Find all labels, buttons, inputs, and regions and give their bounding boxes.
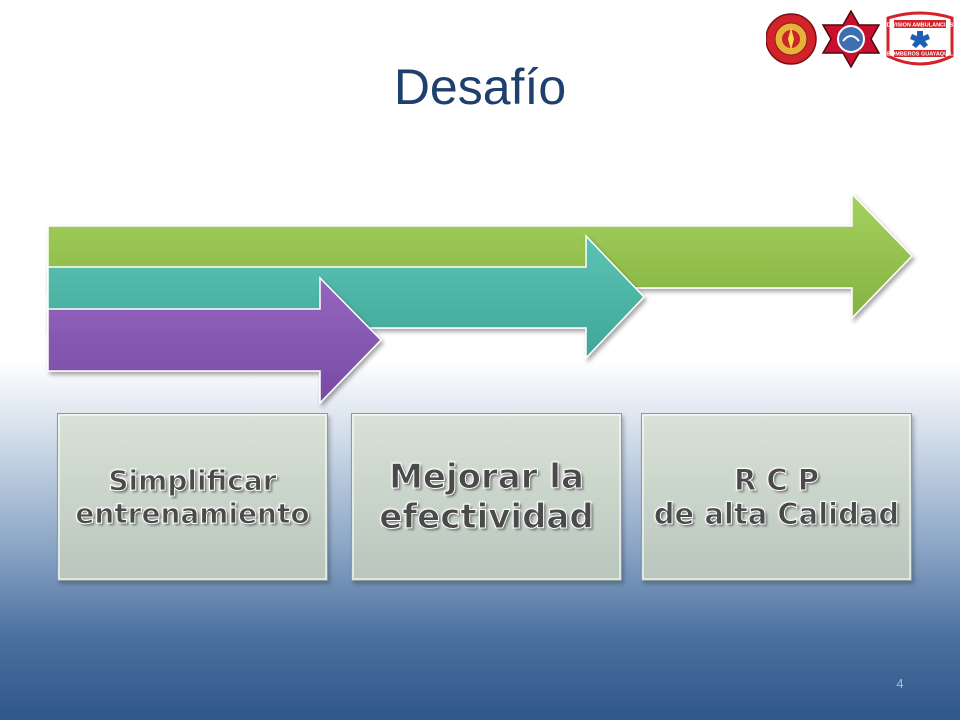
goal-box-line: Mejorar la [389, 456, 585, 497]
page-number: 4 [896, 676, 904, 691]
benemerito-cuerpo-bomberos-guayaquil-seal [766, 13, 817, 65]
goal-box-line: entrenamiento [75, 496, 310, 530]
division-ambulancias-bomberos-guayaquil-badge: DIVISION AMBULANCIAS BOMBEROS GUAYAQUIL [886, 11, 954, 66]
fire-department-maltese-cross-badge [821, 10, 881, 68]
goal-box-line: efectividad [379, 496, 594, 537]
svg-text:DIVISION AMBULANCIAS: DIVISION AMBULANCIAS [887, 23, 954, 29]
purple-arrow [47, 276, 383, 405]
goal-box-simplificar: Simplificar entrenamiento [57, 413, 328, 581]
goal-box-rcp: R C P de alta Calidad [641, 413, 912, 581]
goal-box-line: R C P [733, 462, 820, 497]
svg-text:BOMBEROS GUAYAQUIL: BOMBEROS GUAYAQUIL [887, 52, 954, 58]
goal-box-mejorar: Mejorar la efectividad [351, 413, 622, 581]
logo-group: DIVISION AMBULANCIAS BOMBEROS GUAYAQUIL [766, 10, 956, 68]
goal-box-line: Simplificar [108, 463, 277, 497]
goal-box-line: de alta Calidad [653, 496, 900, 531]
slide-title: Desafío [393, 59, 567, 115]
